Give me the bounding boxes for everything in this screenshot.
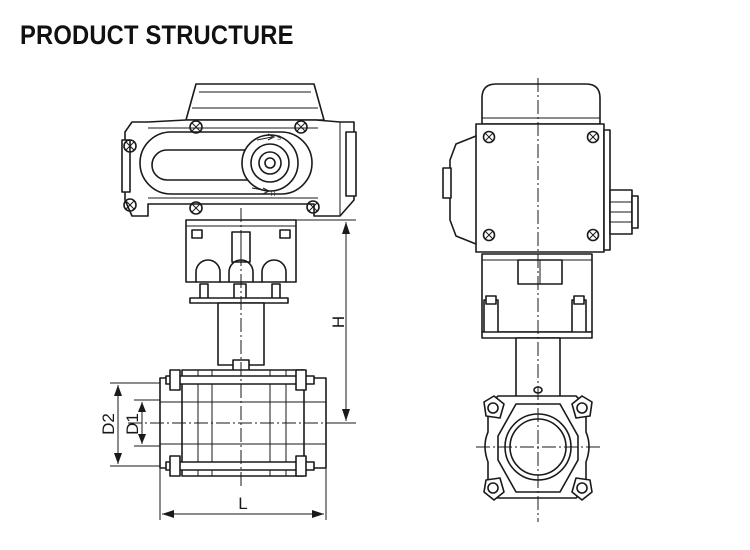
housing-screw bbox=[306, 200, 320, 214]
actuator-housing bbox=[121, 119, 357, 217]
housing-screw bbox=[294, 120, 308, 134]
side-housing bbox=[442, 123, 639, 253]
side-screw bbox=[586, 228, 600, 242]
housing-screw bbox=[123, 139, 137, 153]
d2-dimension: D2 bbox=[99, 382, 160, 467]
indicator-label-top: S bbox=[277, 136, 281, 142]
housing-screw bbox=[189, 120, 203, 134]
length-dimension: L bbox=[159, 468, 327, 520]
housing-screw bbox=[123, 198, 137, 212]
page-title: PRODUCT STRUCTURE bbox=[20, 20, 294, 50]
indicator-label-bottom: H bbox=[271, 192, 275, 198]
actuator-cover bbox=[185, 83, 325, 121]
side-screw bbox=[586, 130, 600, 144]
d2-label: D2 bbox=[99, 413, 118, 435]
d1-label: D1 bbox=[123, 413, 142, 435]
side-view bbox=[442, 78, 639, 522]
d1-dimension: D1 bbox=[123, 399, 160, 447]
housing-screw bbox=[189, 201, 203, 215]
side-bracket bbox=[481, 253, 593, 339]
height-dimension: H bbox=[296, 219, 356, 424]
height-label: H bbox=[329, 316, 348, 328]
length-label: L bbox=[238, 494, 247, 513]
front-view: S H bbox=[99, 83, 357, 520]
side-cover bbox=[481, 83, 601, 125]
position-indicator: S H bbox=[241, 133, 299, 198]
side-screw bbox=[482, 130, 496, 144]
side-screw bbox=[482, 228, 496, 242]
